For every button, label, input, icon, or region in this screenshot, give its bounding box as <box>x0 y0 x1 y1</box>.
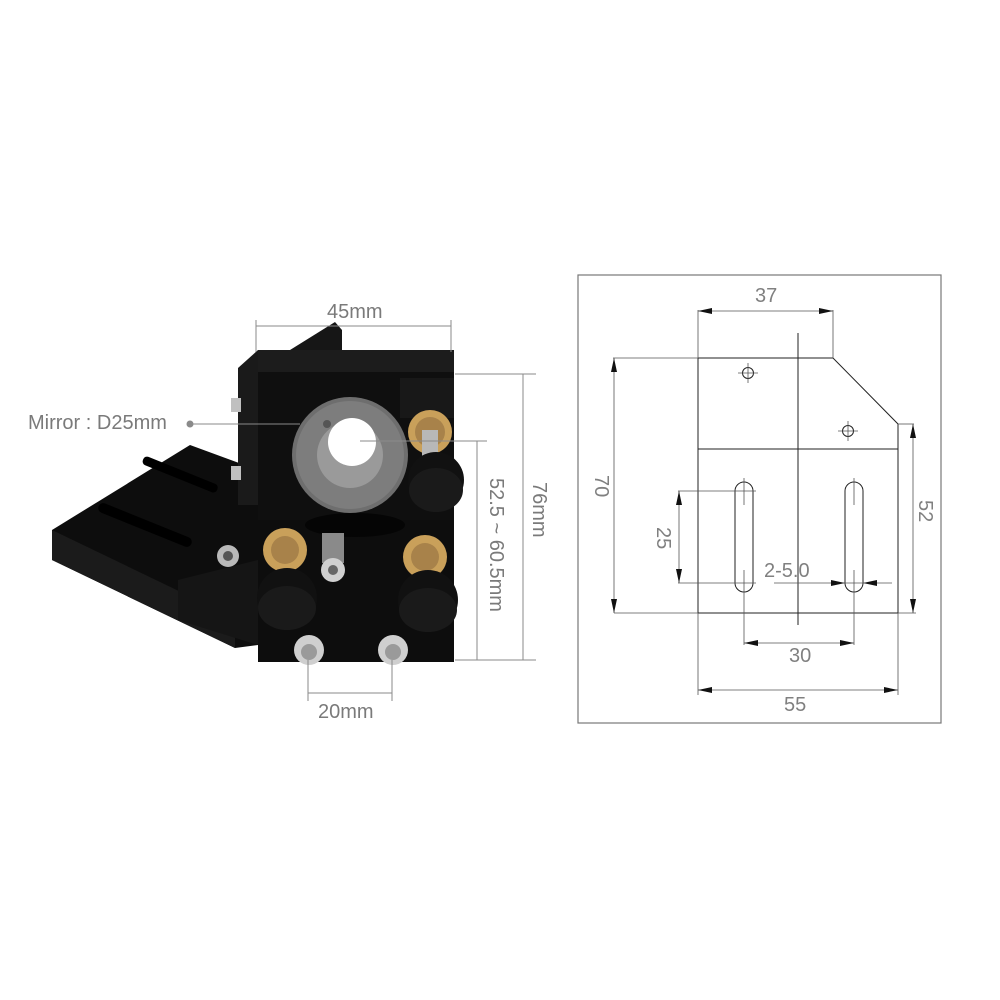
photo-dimensions <box>186 320 536 701</box>
dim-30-label: 30 <box>789 645 812 667</box>
dim-slot-width-label: 2-5.0 <box>764 560 810 582</box>
photo-height-label: 76mm <box>528 482 550 538</box>
dim-55-label: 55 <box>784 694 807 716</box>
technical-drawing <box>577 274 942 724</box>
dim-52-label: 52 <box>914 500 936 523</box>
mirror-mount-photo <box>52 322 464 665</box>
dim-25-label: 25 <box>652 527 674 550</box>
dim-70-label: 70 <box>590 475 612 498</box>
photo-width-label: 45mm <box>327 301 383 323</box>
dim-37-label: 37 <box>755 285 778 307</box>
adjust-range-label: 52.5 ~ 60.5mm <box>485 478 507 612</box>
screw-spacing-label: 20mm <box>318 701 374 723</box>
mirror-label: Mirror : D25mm <box>28 412 167 434</box>
